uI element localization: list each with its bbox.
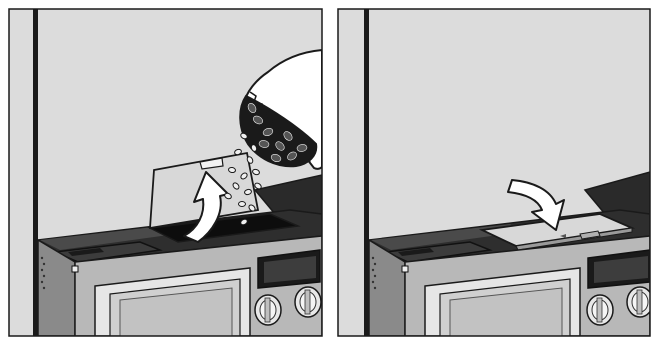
indicator-light: [72, 266, 78, 272]
panel-1: [9, 9, 322, 336]
control-knob-right: [295, 287, 321, 317]
control-knob-left: [255, 295, 281, 325]
panel-2: [338, 9, 653, 336]
control-knob-right: [627, 287, 653, 317]
indicator-light: [402, 266, 408, 272]
control-knob-left: [587, 295, 613, 325]
